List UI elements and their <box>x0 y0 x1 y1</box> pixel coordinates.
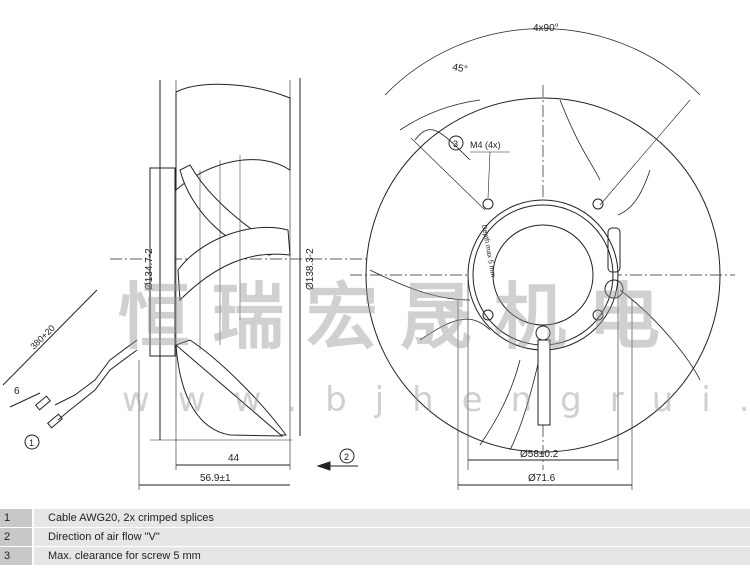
callout-2-circle <box>339 448 355 464</box>
technical-drawing: Ø134.7-2 Ø138.3-2 380+20 6 44 56.9±1 1 2… <box>2 23 735 490</box>
thread-label: M4 (4x) <box>470 140 501 150</box>
legend-text: Cable AWG20, 2x crimped splices <box>34 509 750 527</box>
legend-text: Max. clearance for screw 5 mm <box>34 547 750 565</box>
callout-1-circle <box>24 434 40 450</box>
dim-71: Ø71.6 <box>528 473 556 484</box>
dim-inner-dia: Ø134.7-2 <box>144 248 155 290</box>
legend-num: 2 <box>0 528 32 546</box>
dim-cable-length: 380+20 <box>28 323 56 351</box>
callout-1: 1 <box>29 438 34 448</box>
angle-45: 45° <box>451 62 468 75</box>
dim-width: 56.9±1 <box>200 473 231 484</box>
callout-2: 2 <box>344 452 349 462</box>
angle-4x90: 4x90° <box>533 23 559 34</box>
dim-strip: 6 <box>14 386 20 397</box>
legend-num: 1 <box>0 509 32 527</box>
dim-44: 44 <box>228 453 240 464</box>
dim-58: Ø58±0.2 <box>520 449 559 460</box>
side-view <box>2 78 370 490</box>
dim-outer-dia: Ø138.3-2 <box>305 248 316 290</box>
legend-text: Direction of air flow "V" <box>34 528 750 546</box>
legend-num: 3 <box>0 547 32 565</box>
callout-3-circle <box>448 135 464 151</box>
callout-3: 3 <box>453 139 458 149</box>
front-view <box>350 28 735 490</box>
